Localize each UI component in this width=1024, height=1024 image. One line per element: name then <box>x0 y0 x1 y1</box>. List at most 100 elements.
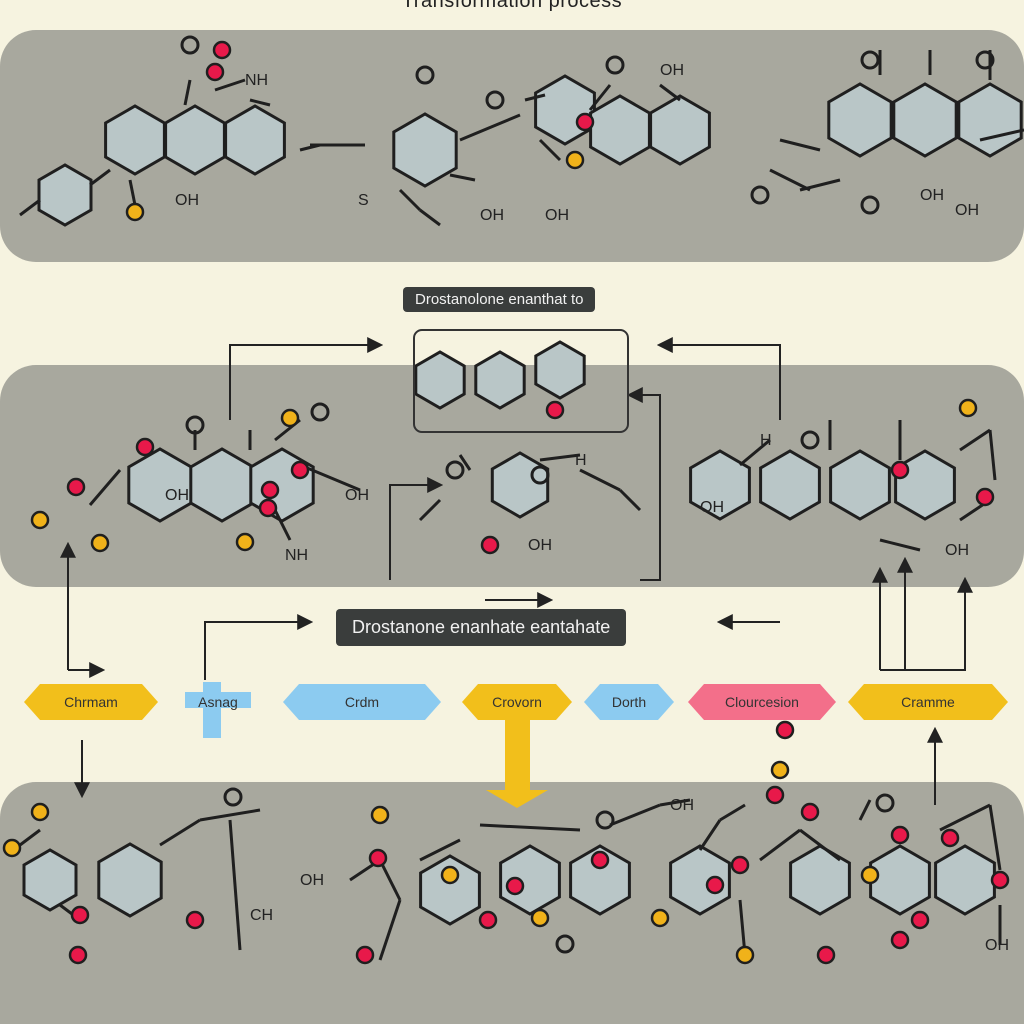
process-tag: Chrmam <box>24 684 158 720</box>
atom-node <box>816 945 836 965</box>
bond <box>249 98 271 107</box>
oxygen-atom <box>800 430 820 450</box>
benzene-ring <box>224 104 286 176</box>
atom-node <box>575 112 595 132</box>
oxygen-atom <box>875 793 895 813</box>
bond <box>19 828 41 847</box>
benzene-ring <box>534 74 596 146</box>
atom-node <box>770 760 790 780</box>
atom-node <box>940 828 960 848</box>
benzene-ring <box>490 451 550 519</box>
tag-label: Chrmam <box>64 694 118 710</box>
atom-node <box>505 876 525 896</box>
bond <box>858 799 872 821</box>
oxygen-atom <box>555 934 575 954</box>
tag-label: Asnag <box>198 694 238 710</box>
bond <box>273 509 292 541</box>
bond <box>299 463 361 492</box>
atom-label: OH <box>545 207 569 224</box>
atom-node <box>705 875 725 895</box>
atom-node <box>135 437 155 457</box>
benzene-ring <box>829 449 891 521</box>
benzene-ring <box>892 82 958 158</box>
benzene-ring <box>789 844 851 916</box>
atom-node <box>258 498 278 518</box>
benzene-ring <box>392 112 458 188</box>
bond <box>459 113 521 142</box>
tag-shape <box>848 684 1008 720</box>
tag-fill <box>584 684 674 720</box>
bond <box>479 823 581 832</box>
benzene-ring <box>37 163 93 227</box>
atom-node <box>860 865 880 885</box>
bottom-process-label: Drostanone enanhate eantahate <box>336 609 627 646</box>
atom-node <box>68 945 88 965</box>
benzene-ring <box>649 94 711 166</box>
tag-shape <box>688 684 836 720</box>
process-tag: Crovorn <box>462 684 572 720</box>
atom-label: H <box>575 452 587 469</box>
bond <box>524 93 546 102</box>
flow-arrow <box>880 576 973 671</box>
bond <box>88 469 122 506</box>
benzene-ring <box>827 82 893 158</box>
atom-label: OH <box>345 487 369 504</box>
benzene-ring <box>589 94 651 166</box>
tag-fill <box>24 684 158 720</box>
atom-label: OH <box>670 797 694 814</box>
bond <box>418 498 442 522</box>
bond <box>698 819 722 851</box>
atom-node <box>290 460 310 480</box>
atom-label: NH <box>285 547 308 564</box>
benzene-ring <box>419 854 481 926</box>
bond <box>539 453 581 462</box>
atom-node <box>212 40 232 60</box>
bond <box>419 208 441 227</box>
bond <box>988 804 1002 871</box>
atom-label: OH <box>945 542 969 559</box>
atom-node <box>30 510 50 530</box>
diagram-title: Transformation process <box>401 0 623 12</box>
atom-node <box>70 905 90 925</box>
bond <box>939 803 991 832</box>
atom-node <box>530 908 550 928</box>
bond <box>979 128 1024 142</box>
oxygen-atom <box>185 415 205 435</box>
atom-label: OH <box>165 487 189 504</box>
bond <box>579 468 621 492</box>
tag-fill <box>185 682 251 738</box>
atom-node <box>478 910 498 930</box>
atom-node <box>545 400 565 420</box>
benzene-ring <box>957 82 1023 158</box>
benzene-ring <box>474 350 526 410</box>
atom-label: OH <box>985 937 1009 954</box>
atom-label: S <box>358 192 369 209</box>
tag-shape <box>462 684 572 720</box>
oxygen-atom <box>860 50 880 70</box>
bond <box>449 173 476 182</box>
flow-arrow <box>656 337 781 420</box>
process-tag: Cramme <box>848 684 1008 720</box>
bond <box>988 429 997 481</box>
benzene-ring <box>414 350 466 410</box>
atom-label: OH <box>480 207 504 224</box>
bond <box>378 859 402 901</box>
atom-node <box>890 930 910 950</box>
atom-node <box>735 945 755 965</box>
flow-arrow <box>229 337 384 420</box>
atom-node <box>368 848 388 868</box>
atom-nodes <box>2 35 1010 965</box>
down-arrow-yellow <box>486 718 548 808</box>
oxygen-atom <box>605 55 625 75</box>
atom-label: CH <box>250 907 273 924</box>
oxygen-atom <box>750 185 770 205</box>
tag-fill <box>462 684 572 720</box>
benzene-ring <box>894 449 956 521</box>
oxygen-atom <box>180 35 200 55</box>
oxygen-atom <box>530 465 550 485</box>
bond <box>959 428 991 452</box>
bond <box>458 454 472 471</box>
oxygen-atom <box>975 50 995 70</box>
benzene-ring <box>569 844 631 916</box>
